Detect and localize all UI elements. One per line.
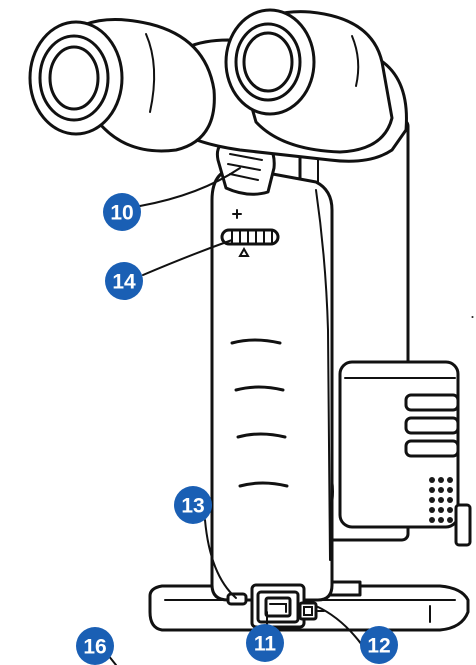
callout-10: 10 [103, 193, 141, 231]
side-button [226, 592, 248, 606]
callout-badge [76, 627, 114, 665]
callout-badge [105, 262, 143, 300]
power-switch [298, 601, 325, 621]
callout-11: 11 [246, 624, 284, 662]
callout-badge [103, 193, 141, 231]
callout-badge [174, 486, 212, 524]
callout-badge [246, 624, 284, 662]
callout-13: 13 [174, 486, 212, 524]
leader-line-14 [142, 239, 233, 276]
callout-number: 14 [112, 271, 136, 294]
callout-number: 12 [367, 635, 390, 658]
vent-grille [429, 477, 453, 523]
callout-14: 14 [105, 262, 143, 300]
right-eyepiece [224, 8, 394, 154]
lamp-module [338, 360, 472, 547]
adjustment-wheel [220, 209, 280, 257]
leader-line-12 [315, 605, 363, 646]
callout-number: 11 [254, 633, 277, 656]
callout-number: 10 [110, 202, 133, 225]
stray-mark: . [470, 302, 475, 322]
callout-16: 16 [76, 627, 114, 665]
callout-number: 13 [181, 495, 204, 518]
leader-line-13 [204, 519, 237, 599]
power-connector [250, 583, 306, 629]
device-illustration [28, 8, 472, 632]
leader-line-10 [139, 167, 241, 207]
callout-12: 12 [360, 626, 398, 664]
callout-number: 16 [83, 636, 106, 659]
callout-badge [360, 626, 398, 664]
left-eyepiece [28, 18, 216, 153]
